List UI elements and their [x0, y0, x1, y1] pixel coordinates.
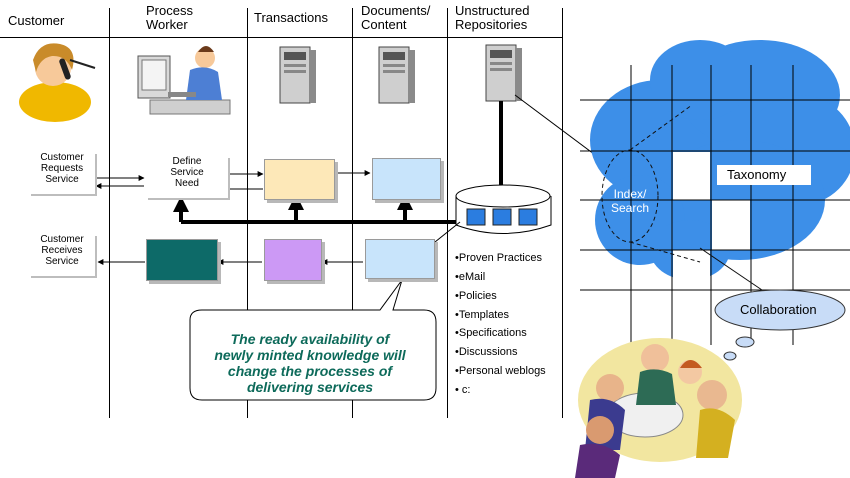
collaboration-cloud: [714, 289, 846, 361]
database-cylinder-icon: [455, 184, 552, 234]
lane-title-customer: Customer: [8, 13, 65, 28]
repository-item: • c:: [455, 384, 471, 396]
collaboration-label: Collaboration: [740, 302, 817, 317]
document-box: [372, 158, 441, 200]
repository-item: •Policies: [455, 290, 497, 302]
server-icon: [485, 44, 522, 102]
lane-divider: [352, 8, 353, 418]
repository-item: •Personal weblogs: [455, 365, 546, 377]
taxonomy-label: Taxonomy: [717, 165, 811, 185]
server-icon: [378, 46, 415, 104]
server-icon: [279, 46, 316, 104]
lane-title-transactions: Transactions: [254, 10, 328, 25]
content-output-box: [365, 239, 435, 279]
transaction-box: [264, 159, 335, 200]
transaction-output-box: [264, 239, 322, 281]
worker-computer-icon: [137, 46, 231, 115]
callout-bubble: [189, 279, 437, 401]
meeting-people-icon: [575, 338, 742, 478]
repository-item: •Templates: [455, 309, 509, 321]
lane-divider: [447, 8, 448, 418]
repository-item: •eMail: [455, 271, 486, 283]
repository-item: •Proven Practices: [455, 252, 542, 264]
lane-header-line: [0, 37, 562, 38]
lane-divider: [109, 8, 110, 418]
service-delivery-box: [146, 239, 218, 281]
repository-item: •Discussions: [455, 346, 518, 358]
lane-divider: [562, 8, 563, 418]
lane-divider: [247, 8, 248, 418]
customer-phone-icon: [19, 43, 96, 122]
lane-title-documents: Documents/Content: [361, 3, 431, 32]
index-search-label: Index/Search: [610, 187, 650, 215]
repository-item: •Specifications: [455, 327, 527, 339]
